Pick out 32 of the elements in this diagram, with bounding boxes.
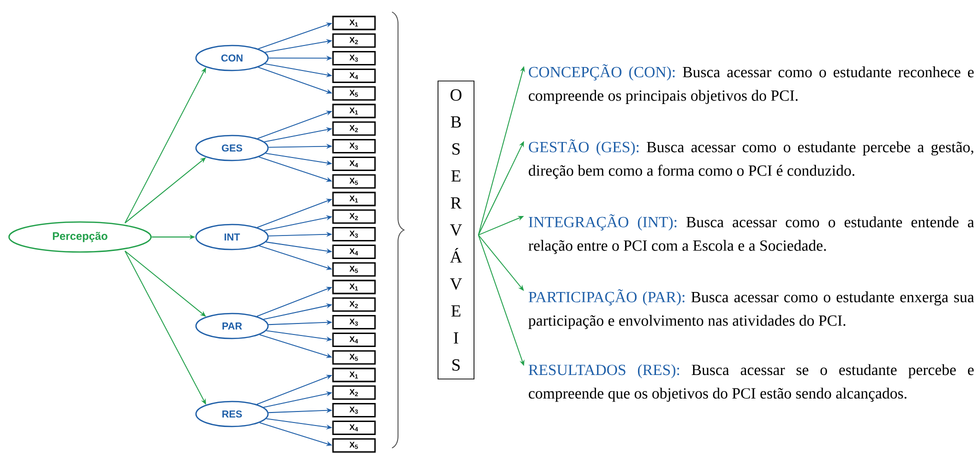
- indicator-box: X$_{2}$: [332, 33, 376, 48]
- indicator-box: X$_{1}$: [332, 104, 376, 118]
- indicator-box: X$_{5}$: [332, 350, 376, 365]
- description-text: PARTICIPAÇÃO (PAR): Busca acessar como o estudante enxerga sua participação e envolvimento nas atividades do PCI.: [528, 289, 974, 329]
- indicator-box: X$_{3}$: [332, 403, 376, 418]
- description-text: CONCEPÇÃO (CON): Busca acessar como o estudante reconhece e compreende os principais objetivos do PCI.: [528, 64, 974, 104]
- indicator-box: X$_{5}$: [332, 438, 376, 453]
- vertical-text-box: O B S E R V Á V E I S: [438, 80, 474, 380]
- indicator-box: X$_{5}$: [332, 262, 376, 277]
- indicator-box: X$_{2}$: [332, 209, 376, 224]
- indicator-box: X$_{3}$: [332, 51, 376, 66]
- indicator-box: X$_{4}$: [332, 332, 376, 347]
- indicator-box: X$_{4}$: [332, 68, 376, 83]
- indicator-box: X$_{3}$: [332, 139, 376, 154]
- indicator-box: X$_{1}$: [332, 192, 376, 206]
- indicator-box: X$_{3}$: [332, 315, 376, 330]
- indicator-box: X$_{5}$: [332, 174, 376, 189]
- indicator-box: X$_{2}$: [332, 121, 376, 136]
- description-text: RESULTADOS (RES): Busca acessar se o estudante percebe e compreende que os objetivos do PCI estão sendo alcançados.: [528, 364, 974, 402]
- indicator-box: X$_{5}$: [332, 86, 376, 101]
- description-text: GESTÃO (GES): Busca acessar como o estudante percebe a gestão, direção bem como a forma como o PCI é conduzido.: [528, 139, 974, 179]
- indicator-box: X$_{4}$: [332, 156, 376, 171]
- indicator-box: X$_{2}$: [332, 297, 376, 312]
- indicator-box: X$_{4}$: [332, 420, 376, 435]
- description-text: INTEGRAÇÃO (INT): Busca acessar como o estudante entende a relação entre o PCI com a Escola e a Sociedade.: [528, 214, 974, 254]
- indicator-box: X$_{1}$: [332, 16, 376, 30]
- indicator-box: X$_{4}$: [332, 244, 376, 259]
- indicator-box: X$_{2}$: [332, 385, 376, 400]
- indicator-box: X$_{3}$: [332, 227, 376, 242]
- indicator-box: X$_{1}$: [332, 368, 376, 382]
- arrow: [478, 234, 524, 291]
- indicator-box: X$_{1}$: [332, 280, 376, 294]
